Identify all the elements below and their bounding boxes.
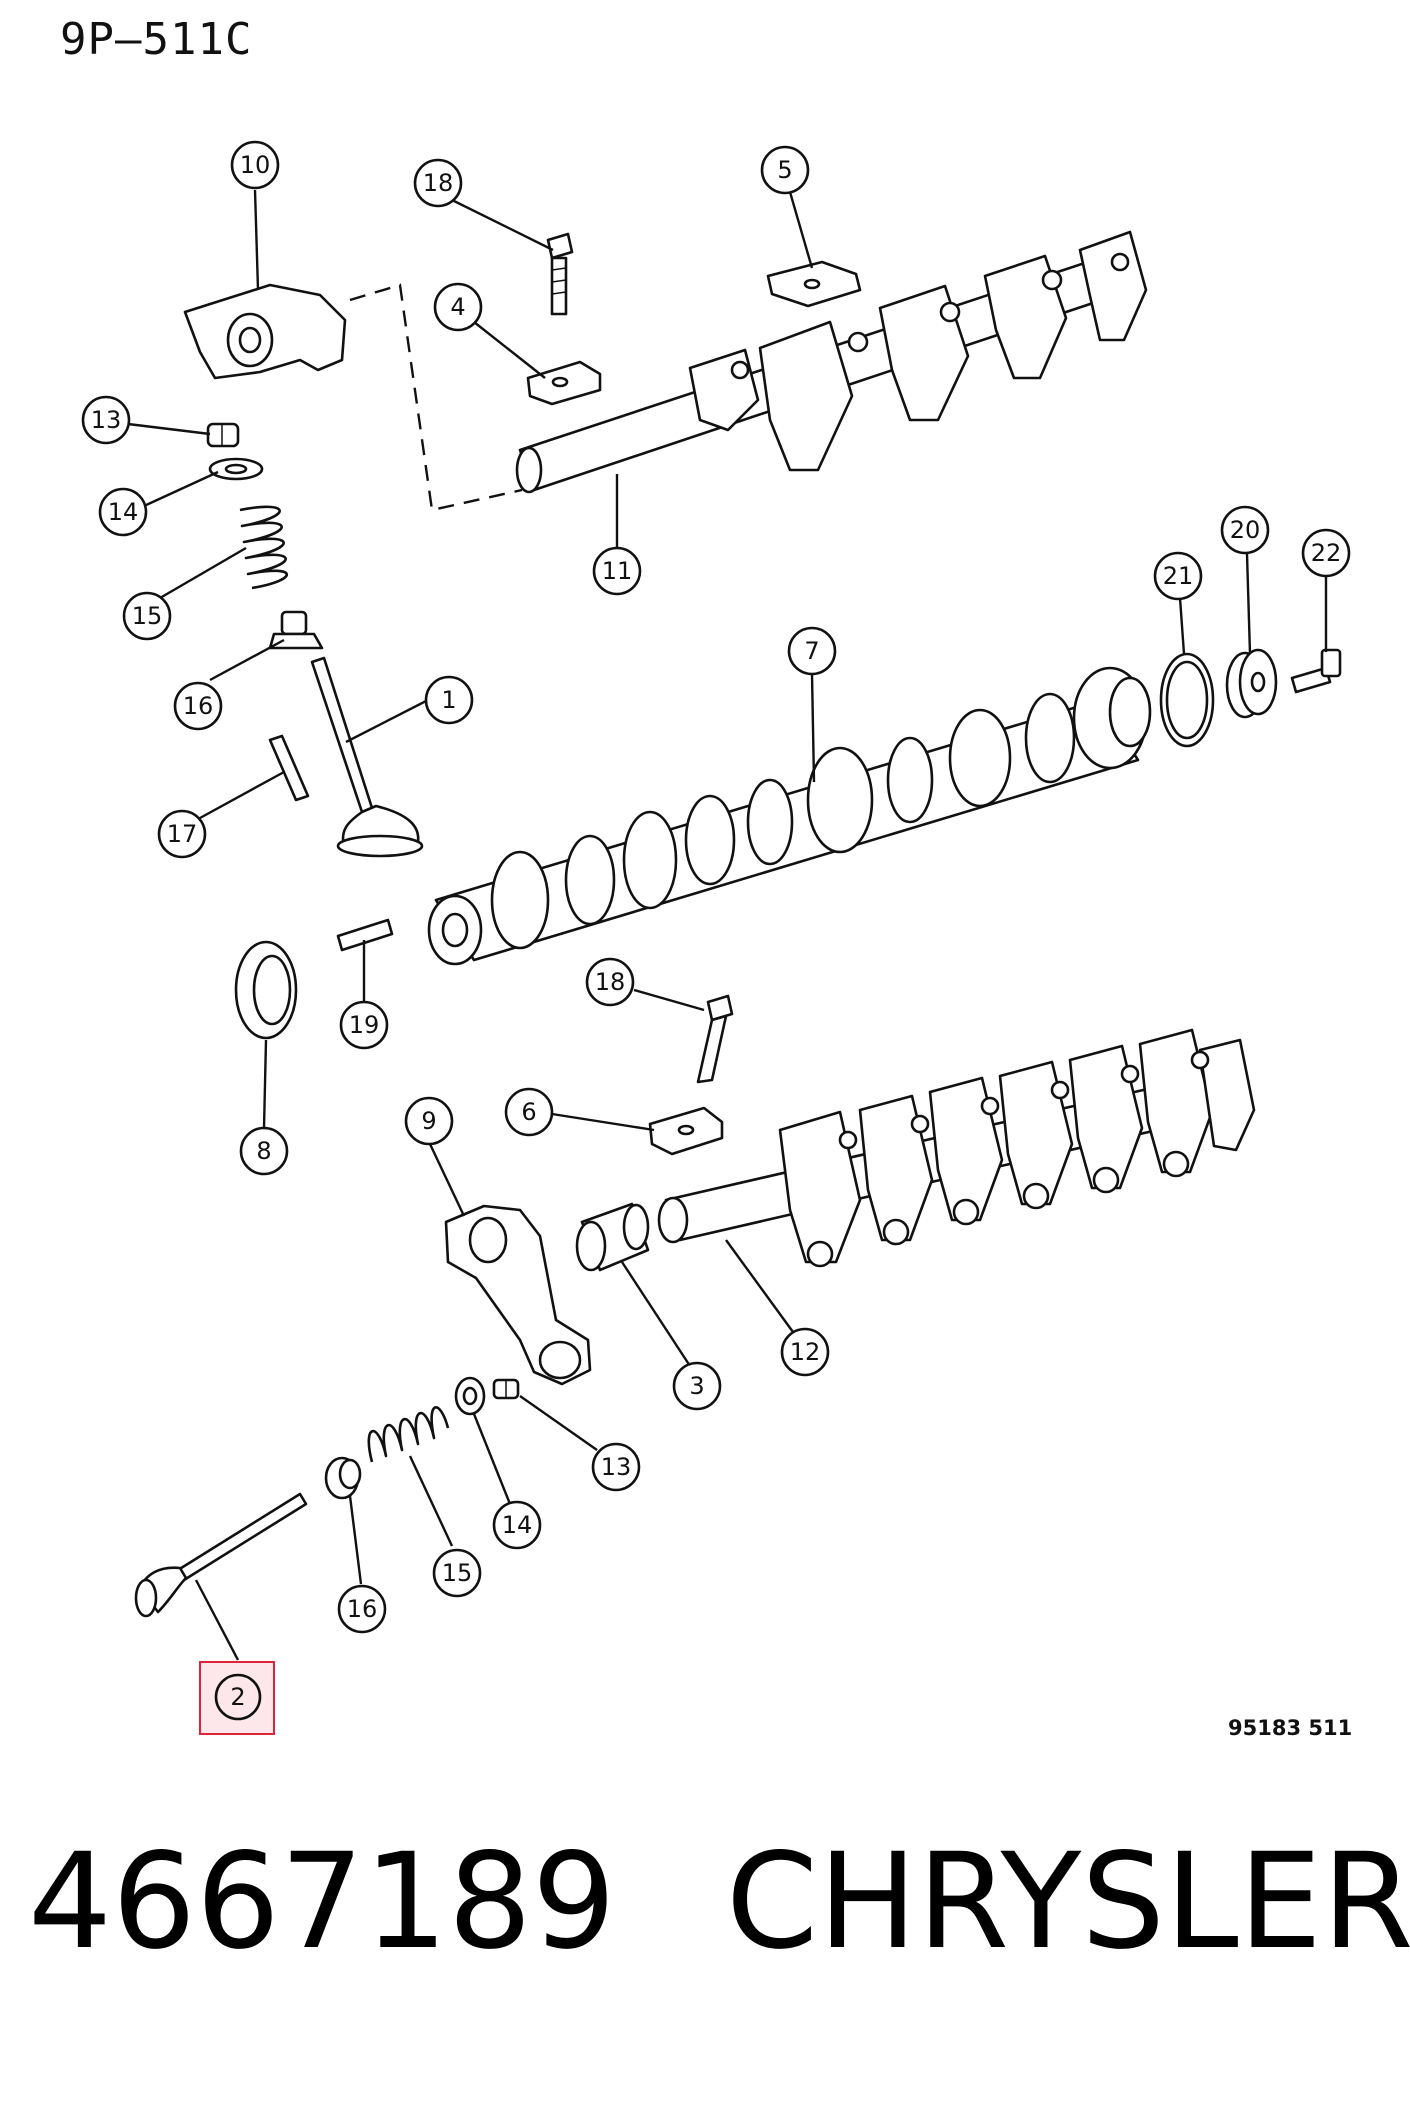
rocker-bracket-drawing xyxy=(183,283,347,380)
callout-label: 19 xyxy=(349,1011,380,1039)
clip-5-drawing xyxy=(766,260,862,308)
dowel-pin-drawing xyxy=(336,918,394,952)
camshaft-seal-drawing xyxy=(234,940,298,1040)
diagram-reference-code: 95183 511 xyxy=(1228,1716,1353,1740)
callout-label: 16 xyxy=(183,692,214,720)
callout-19[interactable]: 19 xyxy=(339,1000,389,1050)
callout-label: 2 xyxy=(230,1683,245,1711)
camshaft-bolt-drawing xyxy=(1290,648,1342,694)
callout-18[interactable]: 18 xyxy=(585,957,635,1007)
callout-2[interactable]: 2 xyxy=(214,1673,262,1721)
callout-label: 15 xyxy=(442,1559,473,1587)
spacer-drawing xyxy=(575,1202,650,1272)
callout-label: 3 xyxy=(689,1372,704,1400)
callout-13[interactable]: 13 xyxy=(81,395,131,445)
alignment-dashed-line xyxy=(349,283,523,512)
clip-4-drawing xyxy=(526,360,602,406)
callout-label: 18 xyxy=(595,968,626,996)
upper-bolt-drawing xyxy=(546,232,574,316)
callout-label: 18 xyxy=(423,169,454,197)
callout-21[interactable]: 21 xyxy=(1153,551,1203,601)
callout-22[interactable]: 22 xyxy=(1301,528,1351,578)
callout-13[interactable]: 13 xyxy=(591,1442,641,1492)
upper-spring-drawing xyxy=(239,505,288,590)
part-number: 4667189 xyxy=(28,1825,616,1979)
upper-rocker-shaft-drawing xyxy=(515,230,1148,494)
callout-15[interactable]: 15 xyxy=(432,1548,482,1598)
callout-14[interactable]: 14 xyxy=(492,1500,542,1550)
intake-valve-drawing xyxy=(310,656,424,858)
callout-label: 6 xyxy=(521,1098,536,1126)
callout-label: 9 xyxy=(421,1107,436,1135)
callout-18[interactable]: 18 xyxy=(413,158,463,208)
callout-label: 5 xyxy=(777,156,792,184)
callout-1[interactable]: 1 xyxy=(424,675,474,725)
sprocket-drawing xyxy=(1225,648,1278,719)
upper-keepers-drawing xyxy=(206,422,240,448)
callout-15[interactable]: 15 xyxy=(122,591,172,641)
callout-9[interactable]: 9 xyxy=(404,1096,454,1146)
lower-valve-seal-drawing xyxy=(324,1456,362,1500)
leader-lines xyxy=(127,189,1328,1661)
callout-label: 22 xyxy=(1311,539,1342,567)
sheet-code: 9P–511C xyxy=(60,14,253,65)
lower-retainer-drawing xyxy=(454,1376,486,1416)
callout-label: 14 xyxy=(108,498,139,526)
pin-17-drawing xyxy=(268,734,310,802)
callout-label: 17 xyxy=(167,820,198,848)
callout-17[interactable]: 17 xyxy=(157,809,207,859)
callout-label: 4 xyxy=(450,293,465,321)
callout-12[interactable]: 12 xyxy=(780,1327,830,1377)
callout-5[interactable]: 5 xyxy=(760,145,810,195)
brand-name: CHRYSLER xyxy=(725,1825,1410,1979)
callout-label: 20 xyxy=(1230,516,1261,544)
upper-valve-seal-drawing xyxy=(268,610,324,650)
callout-label: 14 xyxy=(502,1511,533,1539)
callout-label: 15 xyxy=(132,602,163,630)
callout-16[interactable]: 16 xyxy=(173,681,223,731)
o-ring-drawing xyxy=(1159,652,1215,748)
callout-11[interactable]: 11 xyxy=(592,546,642,596)
callout-label: 11 xyxy=(602,557,633,585)
callout-10[interactable]: 10 xyxy=(230,140,280,190)
callout-label: 8 xyxy=(256,1137,271,1165)
callout-6[interactable]: 6 xyxy=(504,1087,554,1137)
callout-7[interactable]: 7 xyxy=(787,626,837,676)
callout-label: 12 xyxy=(790,1338,821,1366)
callout-label: 13 xyxy=(91,406,122,434)
callout-label: 16 xyxy=(347,1595,378,1623)
callout-16[interactable]: 16 xyxy=(337,1584,387,1634)
callout-14[interactable]: 14 xyxy=(98,487,148,537)
lower-bolt-drawing xyxy=(696,994,734,1084)
rocker-arm-drawing xyxy=(444,1204,592,1386)
callout-4[interactable]: 4 xyxy=(433,282,483,332)
lower-keepers-drawing xyxy=(492,1378,520,1400)
lower-rocker-shaft-drawing xyxy=(657,1028,1256,1268)
callout-8[interactable]: 8 xyxy=(239,1126,289,1176)
callout-label: 13 xyxy=(601,1453,632,1481)
callout-label: 1 xyxy=(441,686,456,714)
exhaust-valve-drawing xyxy=(134,1492,308,1618)
upper-retainer-drawing xyxy=(208,457,264,481)
callout-label: 10 xyxy=(240,151,271,179)
callout-3[interactable]: 3 xyxy=(672,1361,722,1411)
callout-label: 21 xyxy=(1163,562,1194,590)
clip-6-drawing xyxy=(648,1106,724,1156)
callout-label: 7 xyxy=(804,637,819,665)
lower-spring-drawing xyxy=(367,1406,450,1463)
camshaft-drawing xyxy=(427,666,1152,966)
callout-20[interactable]: 20 xyxy=(1220,505,1270,555)
